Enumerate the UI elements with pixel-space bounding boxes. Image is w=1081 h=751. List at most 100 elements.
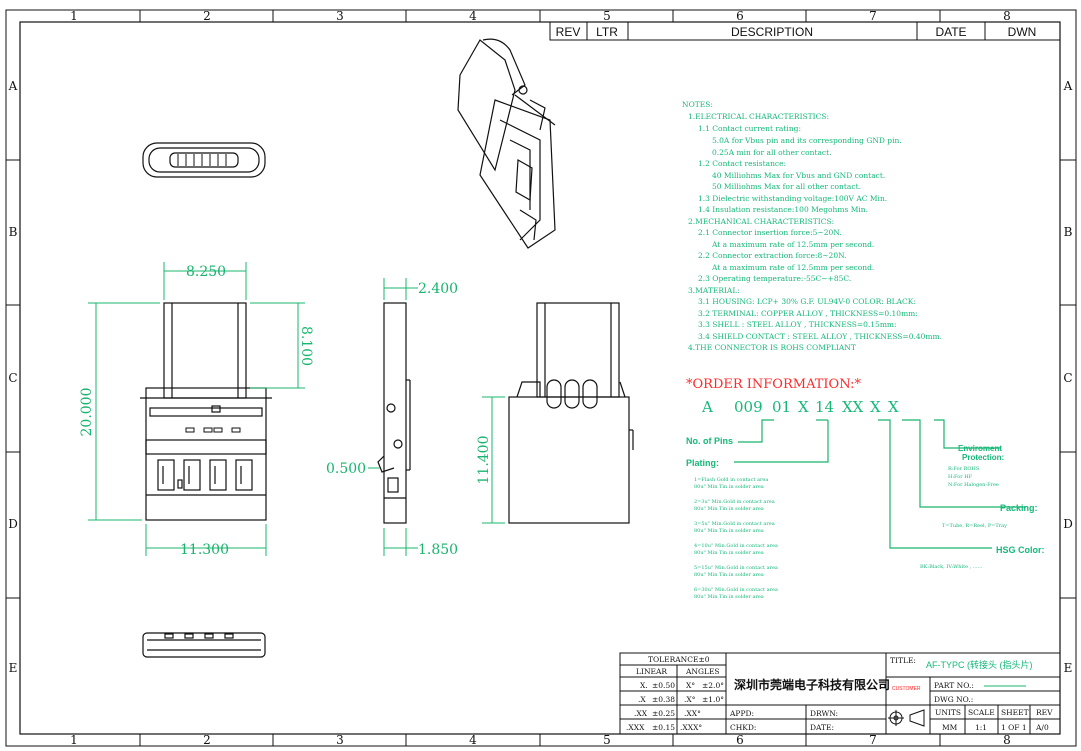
tol-linear-val: ±0.50	[652, 681, 675, 690]
note-line: 1.2 Contact resistance:	[698, 159, 786, 168]
units-label: UNITS	[935, 708, 961, 717]
note-line: 3.MATERIAL:	[688, 286, 740, 295]
plating-option: 5=15u" Min.Gold in contact area	[694, 565, 778, 571]
row-label: C	[1063, 371, 1072, 385]
order-field-labels: No. of Pins Plating: Enviroment Protecti…	[686, 436, 1045, 555]
hsg-color-label: HSG Color:	[996, 545, 1045, 555]
side-view-dimensions	[368, 278, 418, 556]
row-labels: A B C D E A B C D E	[8, 79, 1073, 675]
plating-option: 80u" Min Tin in solder area	[694, 550, 764, 556]
revision-block: REV LTR DESCRIPTION DATE DWN	[549, 21, 1061, 41]
row-label: D	[1063, 517, 1073, 531]
scale-value: 1:1	[975, 723, 987, 732]
env-option: R:For ROHS	[948, 466, 980, 472]
note-line: 3.3 SHELL : STEEL ALLOY , THICKNESS=0.15…	[698, 320, 897, 329]
title-label: TITLE:	[890, 656, 916, 665]
linear-header: LINEAR	[636, 667, 667, 676]
rear-view	[508, 302, 634, 524]
col-label: 7	[869, 733, 877, 747]
note-line: 3.1 HOUSING: LCP+ 30% G.F. UL94V-0 COLOR…	[698, 297, 916, 306]
order-options: R:For ROHS H:For HF N:For Halogen-Free T…	[694, 466, 1007, 600]
note-line: 1.4 Insulation resistance:100 Megohms Mi…	[698, 205, 868, 214]
projection-symbol	[888, 709, 925, 727]
company-name: 深圳市莞端电子科技有限公司	[734, 677, 890, 692]
code-part: XX	[842, 398, 864, 416]
appd-label: APPD:	[729, 709, 754, 718]
angles-header: ANGLES	[685, 667, 720, 676]
row-label: C	[8, 371, 17, 385]
plating-option: 80u" Min Tin in solder area	[694, 506, 764, 512]
outer-frame	[5, 9, 1077, 747]
bottom-view	[142, 632, 266, 658]
col-label: 8	[1003, 733, 1011, 747]
plating-option: 4=10u" Min.Gold in contact area	[694, 543, 778, 549]
col-label: 3	[336, 733, 344, 747]
tol-angle-val: ±2.0°	[702, 681, 724, 690]
tol-linear-key: .XXX	[626, 723, 645, 732]
note-line: NOTES:	[682, 100, 713, 109]
dim-side-offset: 0.500	[326, 461, 366, 477]
env-option: H:For HF	[948, 474, 973, 480]
dwg-no-label: DWG NO.:	[934, 695, 973, 704]
row-label: A	[8, 79, 18, 93]
plating-option: 1=Flash Gold in contact area	[694, 477, 768, 483]
col-label: 6	[736, 9, 744, 23]
packing-label: Packing:	[1000, 503, 1038, 513]
tol-angle-key: .XXX°	[680, 723, 702, 732]
side-view	[377, 302, 411, 524]
plating-option: 80u" Min Tin in solder area	[694, 528, 764, 534]
column-ticks	[6, 10, 1076, 746]
note-line: 0.25A min for all other contact.	[712, 148, 832, 157]
dim-side-top: 2.400	[418, 281, 458, 297]
environment-label-1: Enviroment	[958, 444, 1002, 453]
dim-height-plug: 8.100	[298, 326, 314, 366]
tol-angle-key: X°	[686, 681, 695, 690]
front-view-dim-labels: 8.250 20.000 8.100 11.300	[79, 264, 314, 558]
dim-width-bottom: 11.300	[180, 542, 229, 558]
note-line: 1.1 Contact current rating:	[698, 124, 801, 133]
ltr-header: LTR	[596, 25, 618, 39]
code-part: X	[888, 398, 899, 416]
tol-linear-val: ±0.25	[652, 709, 675, 718]
notes-block: NOTES: 1.ELECTRICAL CHARACTERISTICS: 1.1…	[682, 100, 942, 352]
note-line: 2.2 Connector extraction force:8~20N.	[698, 251, 847, 260]
col-label: 2	[203, 9, 211, 23]
plating-label: Plating:	[686, 458, 719, 468]
code-part: X	[798, 398, 809, 416]
title-value: AF-TYPC (转接头 (指头片)	[926, 659, 1033, 670]
tol-angle-key: .XX°	[684, 709, 701, 718]
plating-option: 3=5u" Min.Gold in contact area	[694, 521, 775, 527]
col-label: 5	[603, 733, 611, 747]
units-value: MM	[942, 723, 958, 732]
row-label: B	[9, 225, 18, 239]
col-label: 8	[1003, 9, 1011, 23]
scale-label: SCALE	[968, 708, 995, 717]
drwn-label: DRWN:	[810, 709, 838, 718]
note-line: 4.THE CONNECTOR IS ROHS COMPLIANT	[688, 343, 856, 352]
col-label: 4	[469, 9, 477, 23]
dim-height-body: 11.400	[476, 436, 492, 485]
plating-option: 2=3u" Min.Gold in contact area	[694, 499, 775, 505]
note-line: 50 Milliohms Max for all other contact.	[712, 182, 861, 191]
sheet-label: SHEET	[1001, 708, 1029, 717]
col-label: 1	[70, 9, 78, 23]
tolerance-header: TOLERANCE±0	[648, 655, 710, 664]
order-leaders	[734, 419, 1026, 549]
dwn-header: DWN	[1008, 25, 1037, 39]
col-label: 7	[869, 9, 877, 23]
environment-label-2: Protection:	[962, 453, 1004, 462]
note-line: At a maximum rate of 12.5mm per second.	[711, 240, 874, 249]
note-line: At a maximum rate of 12.5mm per second.	[711, 263, 874, 272]
side-view-dim-labels: 2.400 0.500 1.850	[326, 281, 458, 558]
col-label: 3	[336, 9, 344, 23]
front-view	[140, 302, 272, 521]
tol-linear-key: .X	[638, 695, 646, 704]
row-label: D	[8, 517, 18, 531]
env-option: N:For Halogen-Free	[948, 482, 999, 488]
code-part: X	[870, 398, 881, 416]
sheet-value: 1 OF 1	[1001, 723, 1027, 732]
col-label: 6	[736, 733, 744, 747]
row-label: B	[1064, 225, 1073, 239]
customer-label: CUSTOMER	[892, 686, 921, 692]
code-part: 14	[815, 398, 834, 416]
